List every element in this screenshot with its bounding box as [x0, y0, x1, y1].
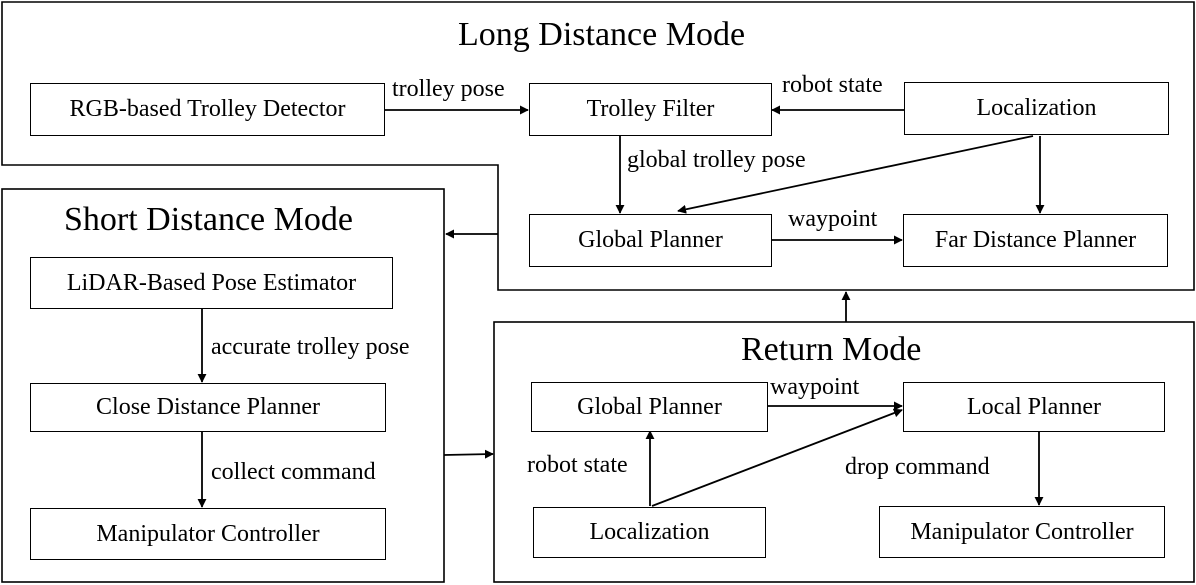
label-collect-command: collect command — [211, 459, 376, 485]
label-drop-command: drop command — [845, 454, 990, 480]
arrow-return-localization-to-local — [651, 408, 903, 507]
return-localization-box: Localization — [533, 507, 766, 558]
label-return-robot-state: robot state — [527, 452, 628, 478]
far-distance-planner-box: Far Distance Planner — [903, 214, 1168, 267]
label-trolley-pose: trolley pose — [392, 76, 505, 102]
lidar-pose-estimator-box: LiDAR-Based Pose Estimator — [30, 257, 393, 309]
return-mode-title: Return Mode — [741, 331, 922, 368]
close-distance-planner-box: Close Distance Planner — [30, 383, 386, 432]
label-return-waypoint: waypoint — [770, 374, 860, 400]
label-long-robot-state: robot state — [782, 72, 883, 98]
trolley-filter-box: Trolley Filter — [529, 83, 772, 136]
long-global-planner-box: Global Planner — [529, 214, 772, 267]
arrow-localization-to-global-planner — [677, 135, 1034, 214]
return-global-planner-box: Global Planner — [531, 382, 768, 432]
label-long-waypoint: waypoint — [788, 206, 878, 232]
long-mode-outline — [1, 1, 1195, 291]
local-planner-box: Local Planner — [903, 382, 1165, 432]
label-global-trolley-pose: global trolley pose — [627, 147, 806, 173]
return-manipulator-controller-box: Manipulator Controller — [879, 506, 1165, 558]
short-mode-title: Short Distance Mode — [64, 201, 353, 238]
long-localization-box: Localization — [904, 82, 1169, 135]
short-manipulator-controller-box: Manipulator Controller — [30, 508, 386, 560]
long-mode-title: Long Distance Mode — [458, 16, 746, 53]
arrow-short-to-return — [443, 449, 494, 459]
return-mode-outline — [493, 321, 1195, 583]
short-mode-outline — [1, 188, 445, 583]
label-accurate-trolley-pose: accurate trolley pose — [211, 334, 410, 360]
rgb-trolley-detector-box: RGB-based Trolley Detector — [30, 83, 385, 136]
